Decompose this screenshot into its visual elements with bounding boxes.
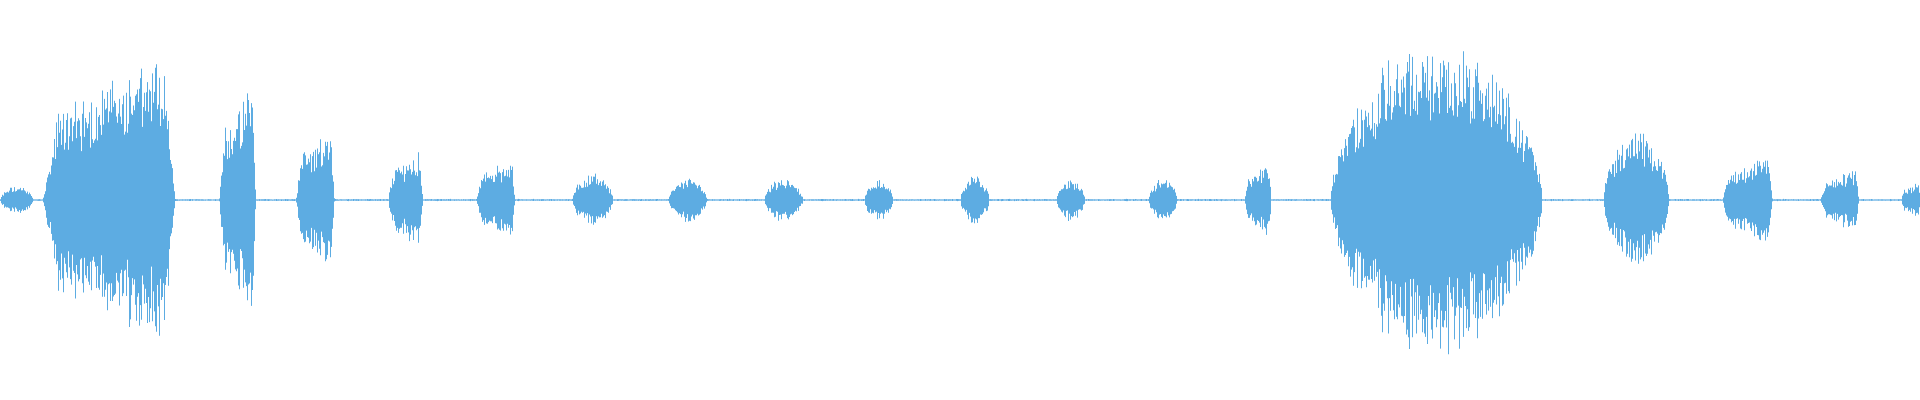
waveform-bars <box>0 51 1920 355</box>
